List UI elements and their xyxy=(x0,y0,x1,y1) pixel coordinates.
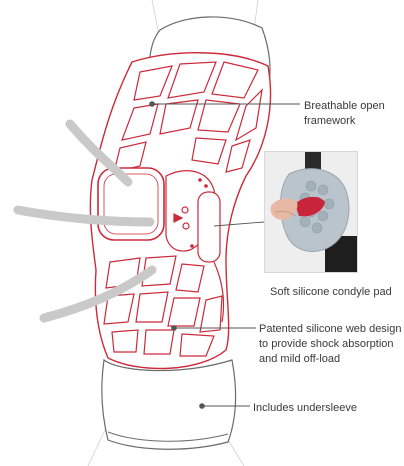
condyle-pad-photo xyxy=(264,151,358,273)
callout-condyle-line-1: Soft silicone condyle pad xyxy=(270,286,392,298)
callout-web-design: Patented silicone web design to provide … xyxy=(259,322,401,367)
side-strap xyxy=(213,261,225,323)
patella-window-inner xyxy=(103,173,159,235)
leader-condyle xyxy=(213,221,265,227)
hinge-area xyxy=(165,170,221,263)
frame-openings-lower xyxy=(103,255,223,357)
callout-framework: Breathable open framework xyxy=(304,99,385,129)
callout-undersleeve: Includes undersleeve xyxy=(253,401,357,416)
motion-arrow-upper xyxy=(65,119,133,187)
undersleeve-bottom xyxy=(101,358,237,450)
motion-arrow-middle xyxy=(13,205,155,227)
callout-web-line-2: to provide shock absorption xyxy=(259,338,394,350)
callout-framework-line-1: Breathable open xyxy=(304,100,385,112)
motion-arrow-lower xyxy=(39,265,157,323)
leader-lines xyxy=(149,101,300,409)
callout-framework-line-2: framework xyxy=(304,115,356,127)
undersleeve-hem xyxy=(107,431,229,442)
leader-dot-sleeve xyxy=(199,403,205,409)
callout-sleeve-line-1: Includes undersleeve xyxy=(253,402,357,414)
callout-condyle-pad: Soft silicone condyle pad xyxy=(270,285,392,300)
condyle-pad-photo-art xyxy=(265,152,357,272)
callout-web-line-1: Patented silicone web design xyxy=(259,323,402,335)
callout-web-line-3: and mild off-load xyxy=(259,353,341,365)
frame-openings-upper xyxy=(113,61,263,173)
leader-dot-framework xyxy=(149,101,155,107)
leader-dot-web xyxy=(171,325,177,331)
motion-arrows xyxy=(13,119,157,323)
